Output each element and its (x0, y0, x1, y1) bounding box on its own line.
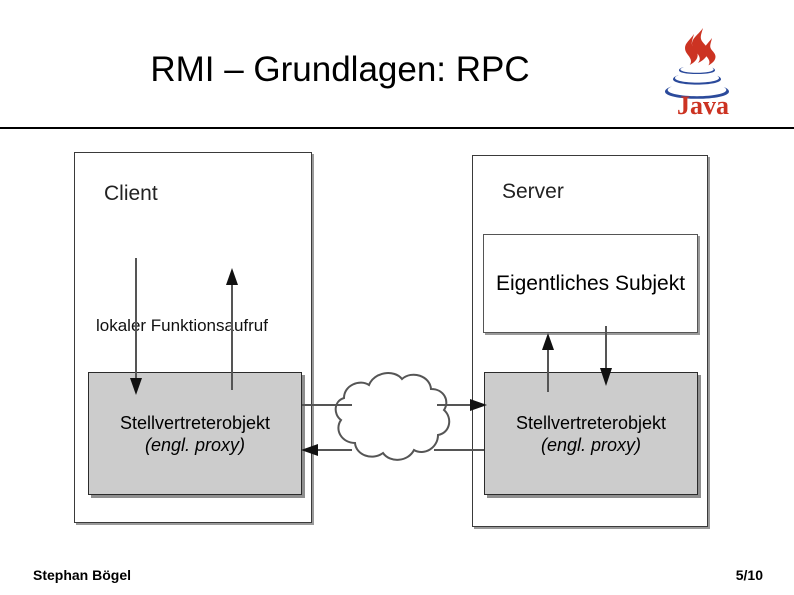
client-proxy-label-line2: (engl. proxy) (144, 434, 246, 455)
server-proxy-label-line2: (engl. proxy) (540, 434, 642, 455)
server-proxy-box: Stellvertreterobjekt (engl. proxy) (484, 372, 698, 495)
java-logo: Java (657, 22, 749, 120)
client-proxy-label-line1: Stellvertreterobjekt (119, 412, 271, 433)
actual-subject-box: Eigentliches Subjekt (483, 234, 698, 333)
server-label: Server (502, 180, 564, 203)
rpc-diagram: Client Server Eigentliches Subjekt lokal… (0, 130, 794, 550)
server-proxy-label-line1: Stellvertreterobjekt (515, 412, 667, 433)
footer-page-number: 5/10 (735, 567, 763, 583)
footer-author: Stephan Bögel (33, 567, 132, 583)
actual-subject-label: Eigentliches Subjekt (495, 271, 686, 295)
java-wordmark-text: Java (677, 91, 729, 120)
network-cloud (334, 372, 451, 461)
request-line-to-server (302, 399, 487, 411)
page-title: RMI – Grundlagen: RPC (150, 50, 530, 89)
local-call-caption: lokaler Funktionsaufruf (96, 316, 268, 335)
response-line-to-client (301, 444, 484, 456)
client-proxy-box: Stellvertreterobjekt (engl. proxy) (88, 372, 302, 495)
client-label: Client (104, 182, 158, 205)
header-divider (0, 127, 794, 129)
